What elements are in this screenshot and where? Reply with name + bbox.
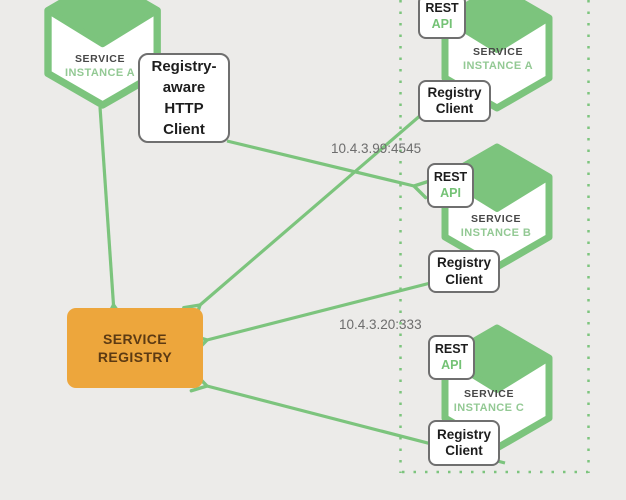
dotted-border	[399, 0, 590, 474]
rest-label: REST	[434, 342, 469, 356]
instance-c-label: SERVICE INSTANCE C	[429, 388, 549, 414]
endpoint-label-instance-c: 10.4.3.20:333	[339, 317, 422, 332]
instance-a-label: SERVICE INSTANCE A	[438, 46, 558, 72]
http-client-line4: Client	[163, 121, 205, 138]
http-client-line2: aware	[162, 79, 206, 96]
api-label: API	[431, 16, 453, 31]
service-registry-line2: REGISTRY	[97, 349, 173, 365]
service-registry-line1: SERVICE	[102, 331, 167, 347]
rest-api-box-instance-b: REST API	[427, 163, 474, 208]
instance-a-instance-label: INSTANCE A	[463, 60, 533, 72]
registry-client-line1: Registry	[436, 426, 492, 442]
client-hexagon-label: SERVICE INSTANCE A	[40, 53, 160, 79]
arrow-httpclient-to-rest-api-b	[226, 139, 432, 200]
rest-api-box-instance-a: REST API	[418, 0, 466, 39]
instance-b-service-label: SERVICE	[470, 213, 522, 225]
service-registry-box: SERVICE REGISTRY	[67, 308, 203, 388]
registry-client-line2: Client	[435, 101, 474, 116]
registry-client-box-instance-b: Registry Client	[428, 250, 500, 293]
endpoint-label-instance-b: 10.4.3.99:4545	[331, 141, 422, 156]
instance-b-label: SERVICE INSTANCE B	[436, 213, 556, 239]
api-label: API	[440, 185, 461, 200]
registry-aware-http-client-box: Registry- aware HTTP Client	[138, 53, 230, 143]
registry-client-box-instance-a: Registry Client	[418, 80, 491, 122]
registry-client-line2: Client	[445, 271, 483, 287]
registry-client-line1: Registry	[436, 255, 492, 270]
registry-client-line2: Client	[445, 443, 483, 458]
http-client-line3: HTTP	[164, 100, 204, 117]
instance-c-instance-label: INSTANCE C	[453, 402, 525, 414]
arrow-client-to-registry	[98, 106, 125, 322]
instance-c-service-label: SERVICE	[463, 388, 515, 400]
rest-api-box-instance-c: REST API	[428, 335, 475, 380]
registry-client-box-instance-c: Registry Client	[428, 420, 500, 466]
instance-a-service-label: SERVICE	[472, 46, 524, 58]
client-service-label: SERVICE	[74, 53, 126, 65]
rest-label: REST	[425, 1, 459, 15]
rest-label: REST	[433, 170, 468, 184]
api-label: API	[441, 357, 462, 372]
instance-b-instance-label: INSTANCE B	[460, 227, 532, 239]
arrow-registryclient-a-to-registry	[182, 100, 438, 323]
client-instance-label: INSTANCE A	[65, 67, 135, 79]
http-client-line1: Registry-	[151, 58, 217, 75]
registry-client-line1: Registry	[427, 84, 482, 100]
